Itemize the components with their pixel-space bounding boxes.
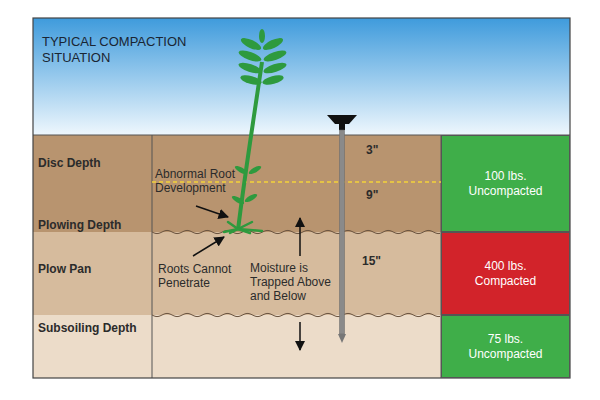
pointer-arrow <box>193 237 224 256</box>
pressure-box: 400 lbs. Compacted <box>441 232 570 315</box>
pressure-text: 400 lbs. Compacted <box>462 259 550 289</box>
layer-label: Plowing Depth <box>38 218 148 232</box>
penetrometer <box>327 115 357 343</box>
pressure-text: 100 lbs. Uncompacted <box>462 169 550 199</box>
callout-note: Abnormal Root Development <box>155 167 251 195</box>
moisture-arrow <box>299 218 301 256</box>
frame <box>33 18 570 378</box>
layer-boundary <box>152 230 440 233</box>
layer-label: Plow Pan <box>38 262 148 276</box>
column-divider <box>152 135 153 378</box>
pressure-text: 75 lbs. Uncompacted <box>462 332 550 362</box>
pressure-box: 75 lbs. Uncompacted <box>441 315 570 378</box>
layer-boundary <box>152 313 440 316</box>
pressure-box: 100 lbs. Uncompacted <box>441 135 570 232</box>
layer-boundaries <box>152 230 440 316</box>
depth-mark: 9" <box>366 188 396 202</box>
moisture-arrow <box>299 322 301 350</box>
plow-pan-layer <box>33 232 441 315</box>
pointer-arrow <box>196 206 228 217</box>
disc-layer <box>33 135 441 232</box>
layer-label: Subsoiling Depth <box>38 321 150 335</box>
subsoil-layer <box>33 315 441 378</box>
depth-mark: 15" <box>362 254 396 268</box>
callout-note: Moisture is Trapped Above and Below <box>250 261 342 303</box>
depth-mark: 3" <box>366 143 396 157</box>
diagram-title: TYPICAL COMPACTION SITUATION <box>42 34 217 66</box>
layer-label: Disc Depth <box>38 156 148 170</box>
plant <box>224 29 288 233</box>
sky <box>33 18 570 135</box>
callout-note: Roots Cannot Penetrate <box>158 262 240 290</box>
